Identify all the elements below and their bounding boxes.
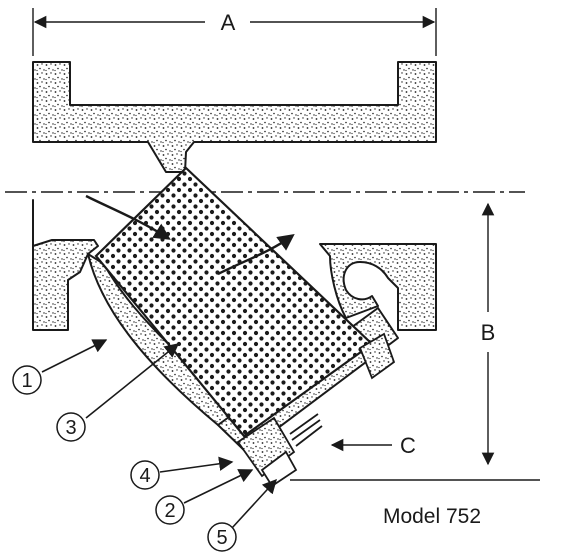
callout-4-label: 4 — [139, 465, 150, 487]
dimension-c-label: C — [400, 433, 416, 458]
callout-5: 5 — [207, 478, 277, 552]
flow-arrows — [85, 194, 295, 276]
callout-3: 3 — [56, 343, 180, 442]
dimension-c: C — [330, 433, 416, 458]
callout-4: 4 — [130, 456, 234, 490]
callout-2: 2 — [155, 469, 254, 525]
callout-1: 1 — [12, 339, 108, 395]
callout-5-label: 5 — [216, 527, 227, 549]
model-label: Model 752 — [383, 505, 481, 528]
callout-1-label: 1 — [21, 370, 32, 392]
callout-3-label: 3 — [65, 417, 76, 439]
dimension-a-label: A — [221, 10, 236, 35]
dimension-b-label: B — [481, 320, 496, 345]
dimension-b: B — [290, 202, 540, 481]
dimension-a: A — [32, 8, 437, 56]
screen-basket — [94, 166, 374, 438]
drain-plug — [236, 332, 396, 488]
callout-2-label: 2 — [164, 500, 175, 522]
